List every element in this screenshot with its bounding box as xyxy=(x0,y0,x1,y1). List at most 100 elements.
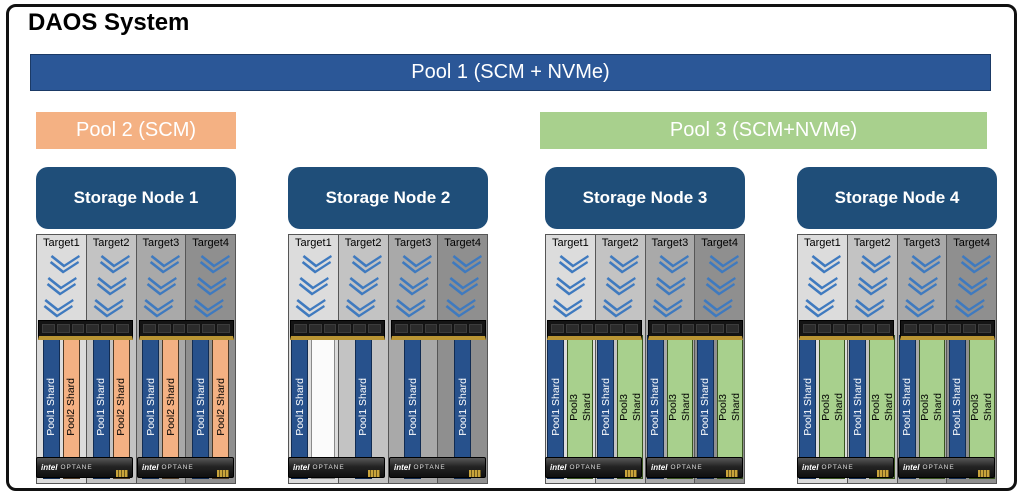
shard-label-line: Shard xyxy=(832,392,845,422)
shard-label-line: Shard xyxy=(982,392,995,422)
shard-label-line: Shard xyxy=(680,392,693,422)
shard-bars: Pool1 Shard Pool2 Shard xyxy=(137,335,186,479)
storage-node-2: Storage Node 2 Target1 Pool1 Shard Targe… xyxy=(288,167,488,484)
shard-label-line: Pool3 xyxy=(717,393,730,421)
shard-bars: Pool1 Shard Pool3 Shard xyxy=(798,335,847,479)
io-flow-chevrons-icon xyxy=(551,254,591,318)
storage-node-title: Storage Node 1 xyxy=(73,188,199,207)
io-flow-chevrons-icon xyxy=(902,254,942,318)
target-column: Target3 Pool1 Shard Pool2 Shard xyxy=(136,234,187,484)
io-flow-chevrons-icon xyxy=(343,254,383,318)
target-column: Target1 Pool1 Shard xyxy=(288,234,339,484)
scm-dimm-icon xyxy=(38,320,133,340)
target-label: Target4 xyxy=(444,237,481,249)
shard-bars: Pool1 Shard Pool3 Shard xyxy=(695,335,744,479)
shard-label: Pool1 Shard xyxy=(293,378,306,436)
nvme-ssd-icon: intel OPTANE xyxy=(137,457,234,478)
nvme-ssd-icon: intel OPTANE xyxy=(797,457,894,478)
ssd-model-label: OPTANE xyxy=(670,464,703,471)
shard-bars: Pool1 Shard Pool2 Shard xyxy=(87,335,136,479)
storage-node-3-body: Target1 Pool1 Shard Pool3 Shard Target2 … xyxy=(545,234,745,484)
nvme-ssd-icon: intel OPTANE xyxy=(646,457,743,478)
intel-logo: intel xyxy=(550,463,567,472)
target-label: Target4 xyxy=(701,237,738,249)
ssd-connector-pins xyxy=(217,470,229,477)
pool3-shard-bar: Pool3 Shard xyxy=(666,335,693,479)
target-column: Target2 Pool1 Shard Pool3 Shard xyxy=(595,234,646,484)
shard-label: Pool1 Shard xyxy=(357,378,370,436)
scm-dimm-icon xyxy=(290,320,385,340)
target-label: Target1 xyxy=(552,237,589,249)
scm-dimm-icon xyxy=(139,320,234,340)
ssd-connector-pins xyxy=(978,470,990,477)
pool2-banner: Pool 2 (SCM) xyxy=(36,112,236,149)
shard-bars: Pool1 Shard Pool3 Shard xyxy=(596,335,645,479)
shard-label: Pool1 Shard xyxy=(194,378,207,436)
ssd-model-label: OPTANE xyxy=(821,464,854,471)
storage-node-title: Storage Node 2 xyxy=(325,188,451,207)
shard-label-line: Shard xyxy=(882,392,895,422)
pool3-shard-bar: Pool3 Shard xyxy=(918,335,945,479)
target-label: Target2 xyxy=(92,237,130,249)
target-label: Target1 xyxy=(295,237,332,249)
io-flow-chevrons-icon xyxy=(952,254,992,318)
shard-label-line: Pool3 xyxy=(667,393,680,421)
pool3-banner: Pool 3 (SCM+NVMe) xyxy=(540,112,987,149)
ssd-connector-pins xyxy=(877,470,889,477)
pool3-shard-bar: Pool3 Shard xyxy=(819,335,846,479)
target-column: Target2 Pool1 Shard Pool3 Shard xyxy=(847,234,898,484)
pool3-shard-bar: Pool3 Shard xyxy=(716,335,743,479)
target-label: Target1 xyxy=(43,237,80,249)
shard-label-line: Pool3 xyxy=(617,393,630,421)
shard-bars: Pool1 Shard xyxy=(289,335,338,479)
shard-label: Pool2 Shard xyxy=(214,378,227,436)
target-label: Target2 xyxy=(601,237,639,249)
scm-dimm-icon xyxy=(648,320,743,340)
ssd-model-label: OPTANE xyxy=(60,464,93,471)
io-flow-chevrons-icon xyxy=(191,254,231,318)
scm-dimm-icon xyxy=(391,320,486,340)
pool3-label: Pool 3 (SCM+NVMe) xyxy=(669,119,858,141)
target-column: Target3 Pool1 Shard Pool3 Shard xyxy=(645,234,696,484)
scm-dimm-icon xyxy=(799,320,894,340)
io-flow-chevrons-icon xyxy=(803,254,843,318)
shard-label-line: Pool3 xyxy=(819,393,832,421)
intel-logo: intel xyxy=(651,463,668,472)
target-label: Target2 xyxy=(853,237,891,249)
pool2-label: Pool 2 (SCM) xyxy=(75,119,197,141)
shard-label: Pool1 Shard xyxy=(45,378,58,436)
shard-label-line: Pool3 xyxy=(869,393,882,421)
ssd-model-label: OPTANE xyxy=(312,464,345,471)
pool1-banner: Pool 1 (SCM + NVMe) xyxy=(30,54,991,91)
io-flow-chevrons-icon xyxy=(393,254,433,318)
shard-label-line: Shard xyxy=(580,392,593,422)
io-flow-chevrons-icon xyxy=(443,254,483,318)
nvme-ssd-icon: intel OPTANE xyxy=(898,457,995,478)
shard-bars: Pool1 Shard Pool2 Shard xyxy=(186,335,235,479)
storage-node-2-body: Target1 Pool1 Shard Target2 Pool1 Shard … xyxy=(288,234,488,484)
io-flow-chevrons-icon xyxy=(600,254,640,318)
shard-label: Pool1 Shard xyxy=(699,378,712,436)
ssd-model-label: OPTANE xyxy=(161,464,194,471)
shard-label: Pool2 Shard xyxy=(115,378,128,436)
intel-logo: intel xyxy=(802,463,819,472)
storage-node-title: Storage Node 4 xyxy=(834,188,960,207)
storage-node-1: Storage Node 1 Target1 Pool1 Shard Pool2… xyxy=(36,167,236,484)
ssd-connector-pins xyxy=(726,470,738,477)
empty-nvme-slot xyxy=(311,335,336,479)
shard-bars: Pool1 Shard Pool3 Shard xyxy=(646,335,695,479)
target-column: Target4 Pool1 Shard xyxy=(438,234,488,484)
io-flow-chevrons-icon xyxy=(650,254,690,318)
shard-label-line: Pool3 xyxy=(969,393,982,421)
io-flow-chevrons-icon xyxy=(141,254,181,318)
shard-label-line: Shard xyxy=(630,392,643,422)
shard-label: Pool2 Shard xyxy=(164,378,177,436)
target-column: Target1 Pool1 Shard Pool2 Shard xyxy=(36,234,87,484)
shard-label-line: Shard xyxy=(932,392,945,422)
shard-label: Pool1 Shard xyxy=(144,378,157,436)
shard-label: Pool1 Shard xyxy=(95,378,108,436)
target-column: Target1 Pool1 Shard Pool3 Shard xyxy=(545,234,596,484)
pool3-shard-bar: Pool3 Shard xyxy=(617,335,644,479)
ssd-model-label: OPTANE xyxy=(922,464,955,471)
intel-logo: intel xyxy=(394,463,411,472)
